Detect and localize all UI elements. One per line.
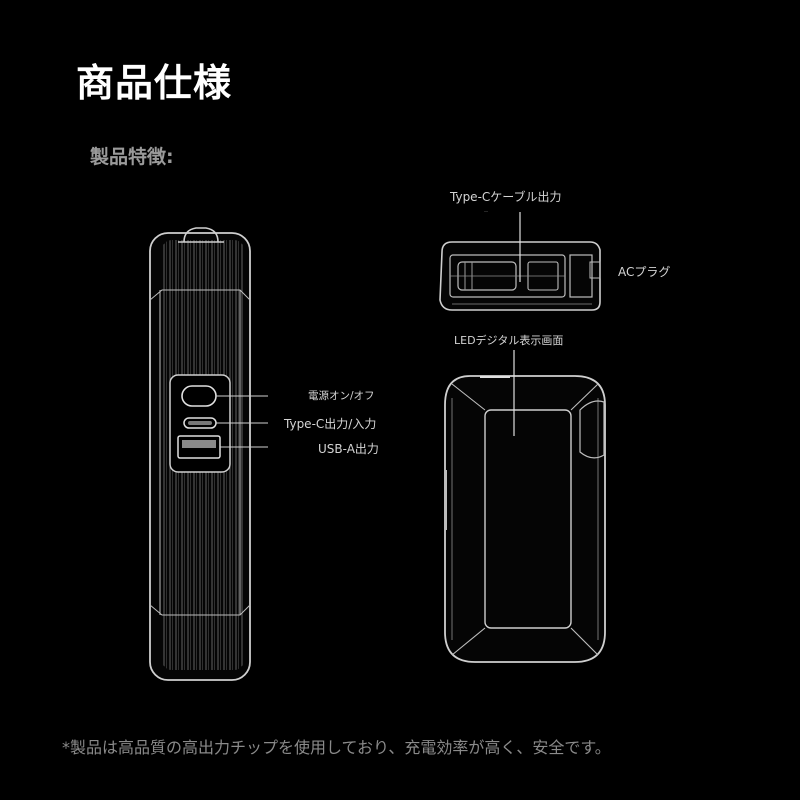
label-type-c-cable: Type-Cケーブル出力 xyxy=(450,190,562,204)
label-type-c-io: Type-C出力/入力 xyxy=(284,417,377,431)
front-view-device xyxy=(444,350,606,663)
label-ac-plug: ACプラグ xyxy=(618,265,671,279)
page-title: 商品仕様 xyxy=(76,61,233,105)
label-power-button: 電源オン/オフ xyxy=(308,390,375,402)
svg-text:‥: ‥ xyxy=(484,207,488,214)
label-usb-a-out: USB-A出力 xyxy=(318,442,379,456)
top-view-device: ‥ xyxy=(439,207,601,311)
section-subtitle: 製品特徴: xyxy=(90,146,174,168)
label-led-display: LEDデジタル表示画面 xyxy=(454,334,564,347)
led-display-screen xyxy=(484,409,572,629)
side-view-device xyxy=(149,227,268,681)
footnote: *製品は高品質の高出力チップを使用しており、充電効率が高く、安全です。 xyxy=(62,738,611,757)
